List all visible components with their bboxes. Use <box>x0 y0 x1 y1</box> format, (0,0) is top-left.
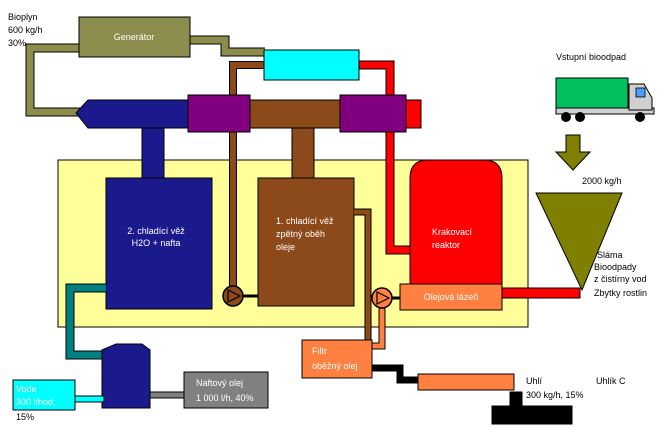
diesel-box <box>183 371 269 409</box>
pump-block-right <box>339 94 407 133</box>
coal-tag-label: Uhlík C <box>596 376 626 386</box>
coal-pipe <box>372 364 420 384</box>
biogas-label-3: 30% <box>8 38 26 48</box>
gas-duct-red <box>404 99 422 129</box>
tower1-label-1: 1. chladící věž <box>276 216 334 226</box>
tower2-body <box>105 177 213 310</box>
water-label-1: Voda <box>16 384 37 394</box>
filter-label-1: Filtr <box>312 346 327 356</box>
coal-label-1: Uhlí <box>526 376 543 386</box>
biogas-label-2: 600 kg/h <box>8 25 43 35</box>
tower1-stem <box>291 127 315 181</box>
materials-label-2: Bioodpady <box>594 262 637 272</box>
heat-exchanger <box>263 49 360 81</box>
coal-conveyor <box>417 373 515 391</box>
materials-label-3: z čistírny vod <box>594 274 647 284</box>
diesel-label-2: 1 000 l/h, 40% <box>196 393 254 403</box>
feed-hopper <box>535 192 623 292</box>
filter-box <box>301 339 373 379</box>
materials-label-4: Zbytky rostlin <box>594 288 647 298</box>
tower1-label-2: zpětný oběh <box>276 229 325 239</box>
water-label-2: 300 l/hod, <box>16 397 56 407</box>
biogas-label-1: Bioplyn <box>8 12 38 22</box>
feed-label: Vstupní bioodpad <box>556 52 626 62</box>
coal-label-2: 300 kg/h, 15% <box>526 390 584 400</box>
oil-bath-label: Olejová lázeň <box>424 292 479 302</box>
diesel-label-1: Naftový olej <box>196 378 243 388</box>
pump-block-left <box>187 94 251 133</box>
gas-duct-brown <box>249 99 341 129</box>
tower2-label-1: 2. chladící věž <box>127 226 185 236</box>
feed-rate-label: 2000 kg/h <box>582 176 622 186</box>
generator-box <box>78 16 191 58</box>
coal-container <box>491 391 573 425</box>
tower1-label-3: oleje <box>276 242 295 252</box>
reactor-label-2: reaktor <box>432 240 460 250</box>
biogas-pipe <box>25 43 86 117</box>
oil-pump-2-arrow <box>376 291 391 305</box>
tower2-stem <box>141 127 165 181</box>
materials-label-1: Sláma <box>597 250 623 260</box>
generator-label: Generátor <box>114 32 155 42</box>
water-box <box>12 379 76 411</box>
reactor-body <box>409 159 503 285</box>
reactor-label-1: Krakovací <box>432 227 473 237</box>
separator-tank <box>101 343 151 409</box>
tower2-label-2: H2O + nafta <box>132 238 181 248</box>
oil-pump-1-arrow <box>227 289 242 303</box>
feed-pipe <box>501 287 581 299</box>
filter-label-2: oběžný olej <box>312 361 358 371</box>
tower1-body <box>257 177 355 307</box>
diesel-output-pipe <box>149 391 185 399</box>
feed-arrow <box>554 134 592 171</box>
truck-icon <box>555 77 655 122</box>
water-label-3: 15% <box>16 412 34 422</box>
water-output-pipe <box>73 395 105 403</box>
